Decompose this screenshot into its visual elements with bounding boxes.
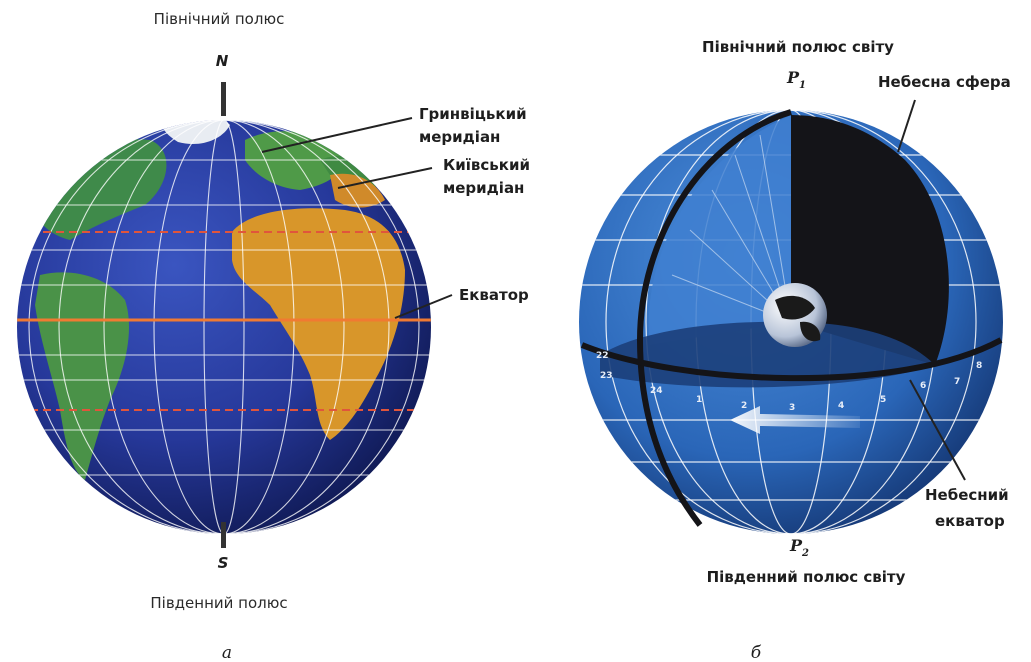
kyiv-leader [337, 167, 433, 189]
hour-22: 22 [596, 351, 609, 361]
sky-cutaway-dark [791, 115, 949, 365]
hour-24: 24 [650, 386, 663, 396]
sky-cutaway-light [648, 115, 791, 345]
hour-23: 23 [600, 371, 613, 381]
hour-5: 5 [880, 395, 886, 405]
greenwich-label-line1: Гринвіцький [419, 105, 527, 123]
rotation-arrow [730, 406, 860, 434]
earth-special-lines [17, 231, 431, 411]
earth-n-letter: N [216, 52, 229, 70]
p1-letter: P1 [786, 68, 806, 91]
sky-south-pole-label: Південний полюс світу [707, 568, 906, 586]
hour-7: 7 [954, 377, 960, 387]
celestial-sphere-label: Небесна сфера [878, 73, 1011, 91]
earth-north-pole-label: Північний полюс [154, 10, 285, 28]
greenwich-leader [261, 117, 413, 153]
kyiv-label-line2: меридіан [443, 179, 524, 197]
kyiv-label-line1: Київський [443, 156, 530, 174]
celestial-equator-line [580, 337, 1003, 382]
celestial-sphere [579, 109, 1003, 534]
sky-equator-leader [909, 379, 966, 481]
hour-8: 8 [976, 361, 982, 371]
celestial-equator-label-line1: Небесний [925, 486, 1009, 504]
earth-globe [17, 82, 431, 548]
earth-equator-label: Екватор [459, 286, 529, 304]
earth-axis-top [221, 82, 226, 116]
caption-a: а [222, 643, 232, 662]
sky-north-pole-label: Північний полюс світу [702, 38, 894, 56]
caption-b: б [751, 643, 762, 662]
earth-s-letter: S [218, 554, 229, 572]
hour-2: 2 [741, 401, 747, 411]
hour-numbers: 22 23 24 1 2 3 4 5 6 7 8 [596, 351, 982, 413]
hour-6: 6 [920, 381, 926, 391]
sphere-leader [897, 99, 916, 153]
p2-letter: P2 [789, 536, 809, 559]
earth-axis-bottom [221, 522, 226, 548]
greenwich-label-line2: меридіан [419, 128, 500, 146]
earth-south-pole-label: Південний полюс [150, 594, 287, 612]
hour-3: 3 [789, 403, 795, 413]
equator-leader [394, 294, 453, 319]
sky-meridian-arc [636, 109, 792, 527]
hour-1: 1 [696, 395, 702, 405]
celestial-equator-label-line2: екватор [935, 512, 1005, 530]
hour-4: 4 [838, 401, 844, 411]
mini-earth-land [775, 295, 815, 320]
